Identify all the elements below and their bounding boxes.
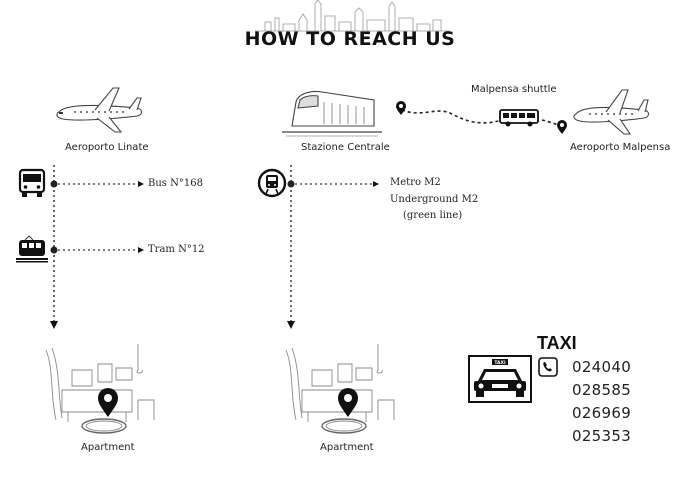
- taxi-number[interactable]: 028585: [572, 381, 632, 399]
- page-title: HOW TO REACH US: [244, 28, 456, 50]
- origin-label-centrale: Stazione Centrale: [301, 142, 390, 153]
- underground-route-label: Underground M2: [390, 194, 479, 205]
- apartment-illustration: [285, 344, 395, 434]
- shuttle-bus-icon: [499, 109, 539, 127]
- route-connector-arrow: [50, 180, 144, 188]
- bus-icon: [18, 168, 46, 197]
- milan-skyline-illustration: [255, 0, 450, 32]
- airplane-icon: [56, 87, 143, 133]
- tram-icon: [16, 235, 48, 263]
- taxi-number[interactable]: 026969: [572, 404, 632, 422]
- airport-label-malpensa: Aeroporto Malpensa: [570, 142, 671, 153]
- taxi-icon: TAXI: [468, 355, 532, 403]
- origin-label-linate: Aeroporto Linate: [65, 142, 149, 153]
- taxi-title: TAXI: [537, 333, 577, 353]
- route-connector-arrow: [50, 246, 144, 254]
- shuttle-label: Malpensa shuttle: [471, 84, 557, 95]
- bus-route-label: Bus N°168: [148, 178, 203, 189]
- green-line-label: (green line): [403, 210, 463, 221]
- location-pin-icon: [98, 388, 118, 417]
- destination-label-left: Apartment: [81, 442, 135, 453]
- taxi-number[interactable]: 024040: [572, 358, 632, 376]
- route-dashed-line: [287, 165, 295, 329]
- route-dashed-line: [50, 165, 58, 329]
- destination-label-right: Apartment: [320, 442, 374, 453]
- taxi-number[interactable]: 025353: [572, 427, 632, 445]
- svg-text:TAXI: TAXI: [494, 360, 506, 366]
- location-pin-icon: [557, 120, 567, 134]
- tram-route-label: Tram N°12: [148, 244, 205, 255]
- location-pin-icon: [396, 101, 406, 115]
- train-illustration: [282, 90, 382, 137]
- route-connector-arrow: [287, 180, 379, 188]
- shuttle-route-path: [401, 109, 561, 127]
- metro-icon: [257, 168, 287, 198]
- location-pin-icon: [338, 388, 358, 417]
- phone-icon: [538, 357, 558, 377]
- airplane-icon: [573, 89, 650, 135]
- metro-route-label: Metro M2: [390, 177, 441, 188]
